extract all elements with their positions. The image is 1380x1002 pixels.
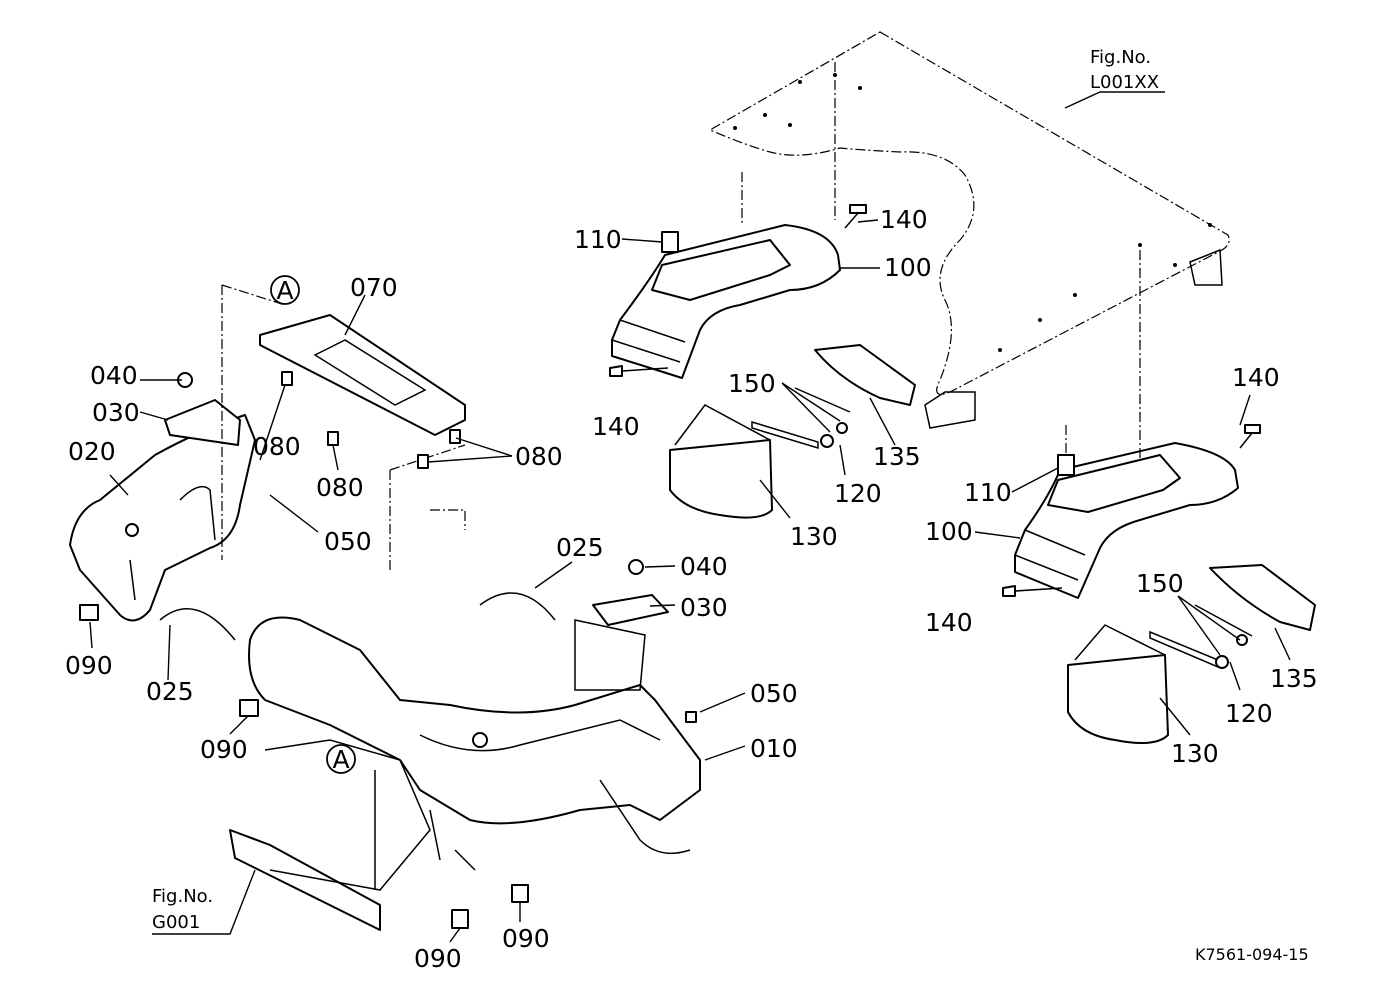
- label-080-c: 080: [515, 442, 563, 471]
- label-090-a: 090: [65, 651, 113, 680]
- marker-a-top: A: [270, 275, 300, 305]
- label-090-d: 090: [502, 924, 550, 953]
- label-100-lh: 100: [925, 517, 973, 546]
- label-140-d: 140: [925, 608, 973, 637]
- label-135-b: 135: [1270, 664, 1318, 693]
- label-130-a: 130: [790, 522, 838, 551]
- label-090-c: 090: [414, 944, 462, 973]
- marker-a-bottom-label: A: [332, 745, 349, 774]
- label-025-a: 025: [146, 677, 194, 706]
- label-030-b: 030: [680, 593, 728, 622]
- fig-ref-bottom-code: G001: [152, 912, 200, 933]
- label-120-b: 120: [1225, 699, 1273, 728]
- fender-assembly-right: [1002, 250, 1316, 745]
- label-130-b: 130: [1171, 739, 1219, 768]
- panel-070: [221, 284, 466, 570]
- main-frame: [229, 559, 701, 931]
- label-025-b: 025: [556, 533, 604, 562]
- label-030-a: 030: [92, 398, 140, 427]
- marker-a-bottom: A: [326, 744, 356, 774]
- drawing-code: K7561-094-15: [1195, 945, 1309, 964]
- label-020: 020: [68, 437, 116, 466]
- fig-ref-top: Fig.No. L001XX: [1090, 47, 1159, 93]
- label-080-b: 080: [316, 473, 364, 502]
- label-040-b: 040: [680, 552, 728, 581]
- fender-assembly-upper: [609, 62, 916, 519]
- label-140-c: 140: [1232, 363, 1280, 392]
- fig-ref-bottom-caption: Fig.No.: [152, 886, 213, 907]
- label-135-a: 135: [873, 442, 921, 471]
- part-labels: 110 140 100 150 140 135 120 130 140 110 …: [65, 205, 1318, 973]
- label-140-b: 140: [592, 412, 640, 441]
- fig-ref-bottom: Fig.No. G001: [152, 886, 213, 933]
- label-150-b: 150: [1136, 569, 1184, 598]
- marker-a-top-label: A: [276, 276, 293, 305]
- label-110-mid: 110: [964, 478, 1012, 507]
- label-140-a: 140: [880, 205, 928, 234]
- fig-ref-top-caption: Fig.No.: [1090, 47, 1151, 68]
- label-070: 070: [350, 273, 398, 302]
- label-100-top: 100: [884, 253, 932, 282]
- fender-left: [69, 372, 256, 641]
- label-010: 010: [750, 734, 798, 763]
- label-120-a: 120: [834, 479, 882, 508]
- label-050-a: 050: [324, 527, 372, 556]
- label-050-b: 050: [750, 679, 798, 708]
- label-150-a: 150: [728, 369, 776, 398]
- floor-plate: [708, 31, 1230, 429]
- label-090-b: 090: [200, 735, 248, 764]
- leader-lines: [89, 91, 1291, 943]
- label-080-a: 080: [253, 432, 301, 461]
- fig-ref-top-code: L001XX: [1090, 72, 1159, 93]
- label-040-a: 040: [90, 361, 138, 390]
- label-110-top: 110: [574, 225, 622, 254]
